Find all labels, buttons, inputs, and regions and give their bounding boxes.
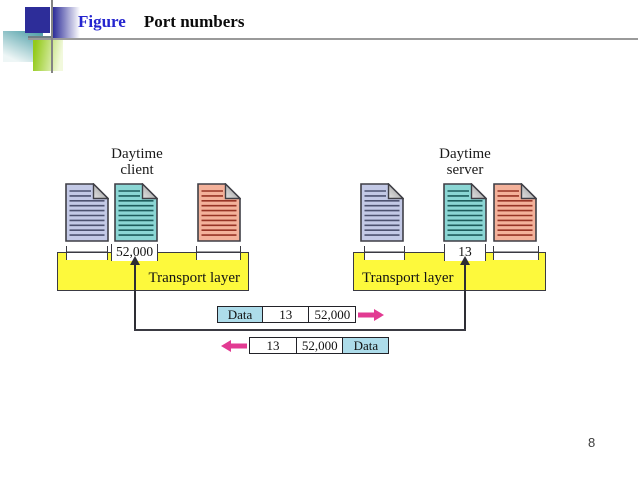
server-label: Daytime server <box>423 146 507 178</box>
deco-gradient-band <box>53 7 80 38</box>
server-transport-layer-label: Transport layer <box>362 270 454 286</box>
server-process-document-icon <box>360 182 405 242</box>
header-divider-line <box>28 38 638 40</box>
connection-line <box>134 329 466 331</box>
server-daytime-document-icon <box>443 182 488 242</box>
request-packet: Data 13 52,000 <box>217 306 385 323</box>
page-title: Port numbers <box>143 12 245 31</box>
deco-navy-square <box>25 7 50 33</box>
reply-dest-port-cell: 52,000 <box>295 337 344 354</box>
client-port-arrow-shaft <box>134 264 136 330</box>
page-number: 8 <box>588 435 596 450</box>
server-port-arrow-shaft <box>464 264 466 330</box>
right-arrow-icon <box>358 308 385 321</box>
slide-title: Figure Port numbers <box>78 12 244 32</box>
server-port-slot: 13 <box>444 244 486 261</box>
client-transport-layer-label: Transport layer <box>148 270 240 286</box>
deco-green-square <box>33 38 63 71</box>
client-process-document-icon <box>197 182 242 242</box>
reply-data-cell: Data <box>342 337 390 354</box>
server-label-line2: server <box>446 162 484 178</box>
client-process-document-icon <box>65 182 110 242</box>
client-daytime-document-icon <box>114 182 159 242</box>
request-data-cell: Data <box>217 306 263 323</box>
client-port-slot: 52,000 <box>111 244 158 261</box>
reply-packet: 13 52,000 Data <box>220 337 390 354</box>
server-label-line1: Daytime <box>439 146 491 162</box>
reply-src-port-cell: 13 <box>249 337 297 354</box>
server-socket-slot <box>364 246 405 260</box>
client-label: Daytime client <box>95 146 179 178</box>
server-port-arrow-icon <box>460 256 470 265</box>
request-src-port-cell: 52,000 <box>308 306 357 323</box>
server-process-document-icon <box>493 182 538 242</box>
client-socket-slot <box>196 246 241 260</box>
figure-label: Figure <box>78 12 126 31</box>
request-dest-port-cell: 13 <box>261 306 310 323</box>
client-label-line2: client <box>120 162 154 178</box>
server-socket-slot <box>493 246 539 260</box>
deco-vertical-line <box>51 0 53 73</box>
client-port-arrow-icon <box>130 256 140 265</box>
client-label-line1: Daytime <box>111 146 163 162</box>
left-arrow-icon <box>221 339 247 352</box>
client-socket-slot <box>66 246 108 260</box>
